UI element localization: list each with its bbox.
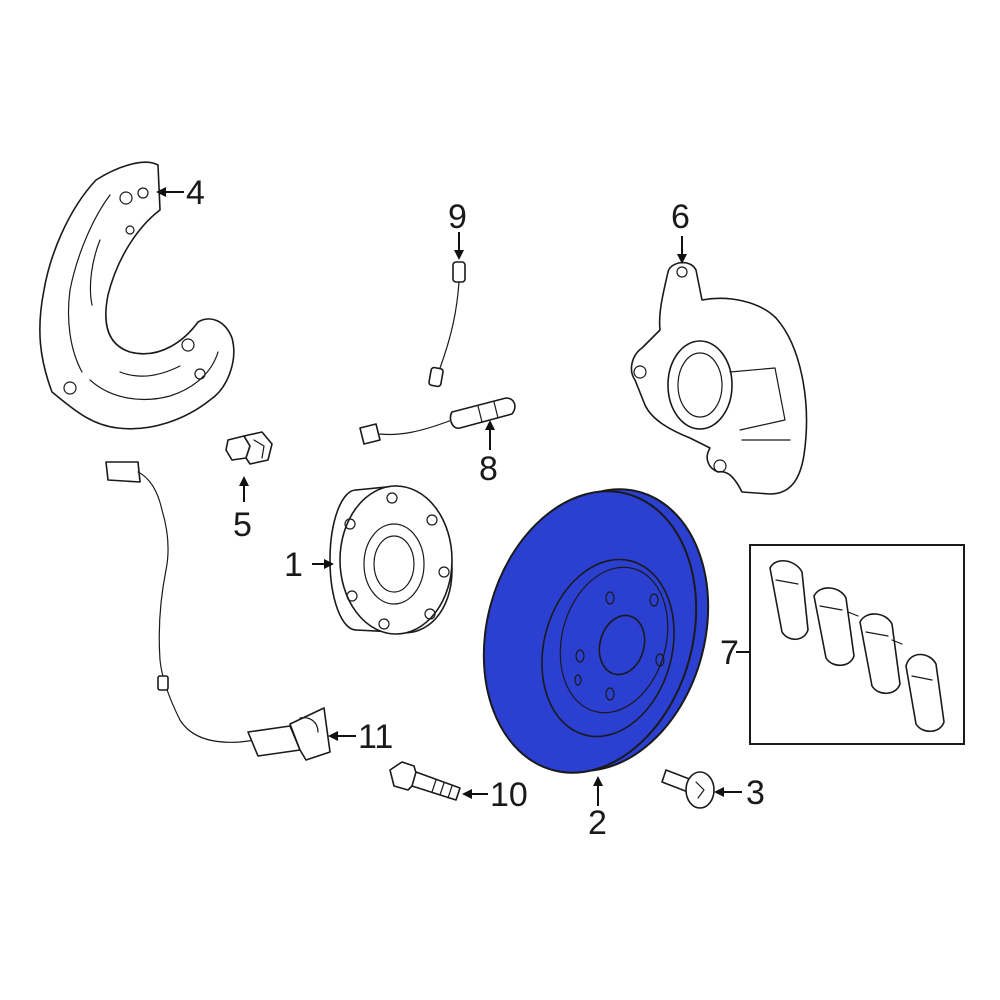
hub-bearing-part[interactable] bbox=[329, 485, 453, 635]
caliper-part[interactable] bbox=[630, 261, 808, 495]
callout-8: 8 bbox=[479, 450, 498, 488]
callout-6: 6 bbox=[671, 198, 690, 236]
wear-sensor-front-part[interactable] bbox=[428, 261, 466, 388]
callout-1: 1 bbox=[284, 546, 303, 584]
callout-4: 4 bbox=[186, 174, 205, 212]
callout-10: 10 bbox=[490, 776, 528, 814]
rotor-screw-part[interactable] bbox=[661, 769, 715, 809]
brake-rotor-part[interactable] bbox=[453, 465, 738, 797]
callout-9: 9 bbox=[448, 198, 467, 236]
wear-sensor-rear-part[interactable] bbox=[359, 397, 516, 445]
shield-bolt-part[interactable] bbox=[225, 431, 273, 465]
callout-5: 5 bbox=[233, 506, 252, 544]
callout-2: 2 bbox=[588, 804, 607, 842]
callout-11: 11 bbox=[358, 718, 393, 756]
brake-pads-part[interactable] bbox=[749, 544, 965, 745]
callout-3: 3 bbox=[746, 774, 765, 812]
callout-7: 7 bbox=[720, 634, 739, 672]
abs-sensor-part[interactable] bbox=[105, 461, 331, 761]
hub-bolt-part[interactable] bbox=[389, 761, 461, 801]
splash-shield-part[interactable] bbox=[39, 161, 235, 430]
